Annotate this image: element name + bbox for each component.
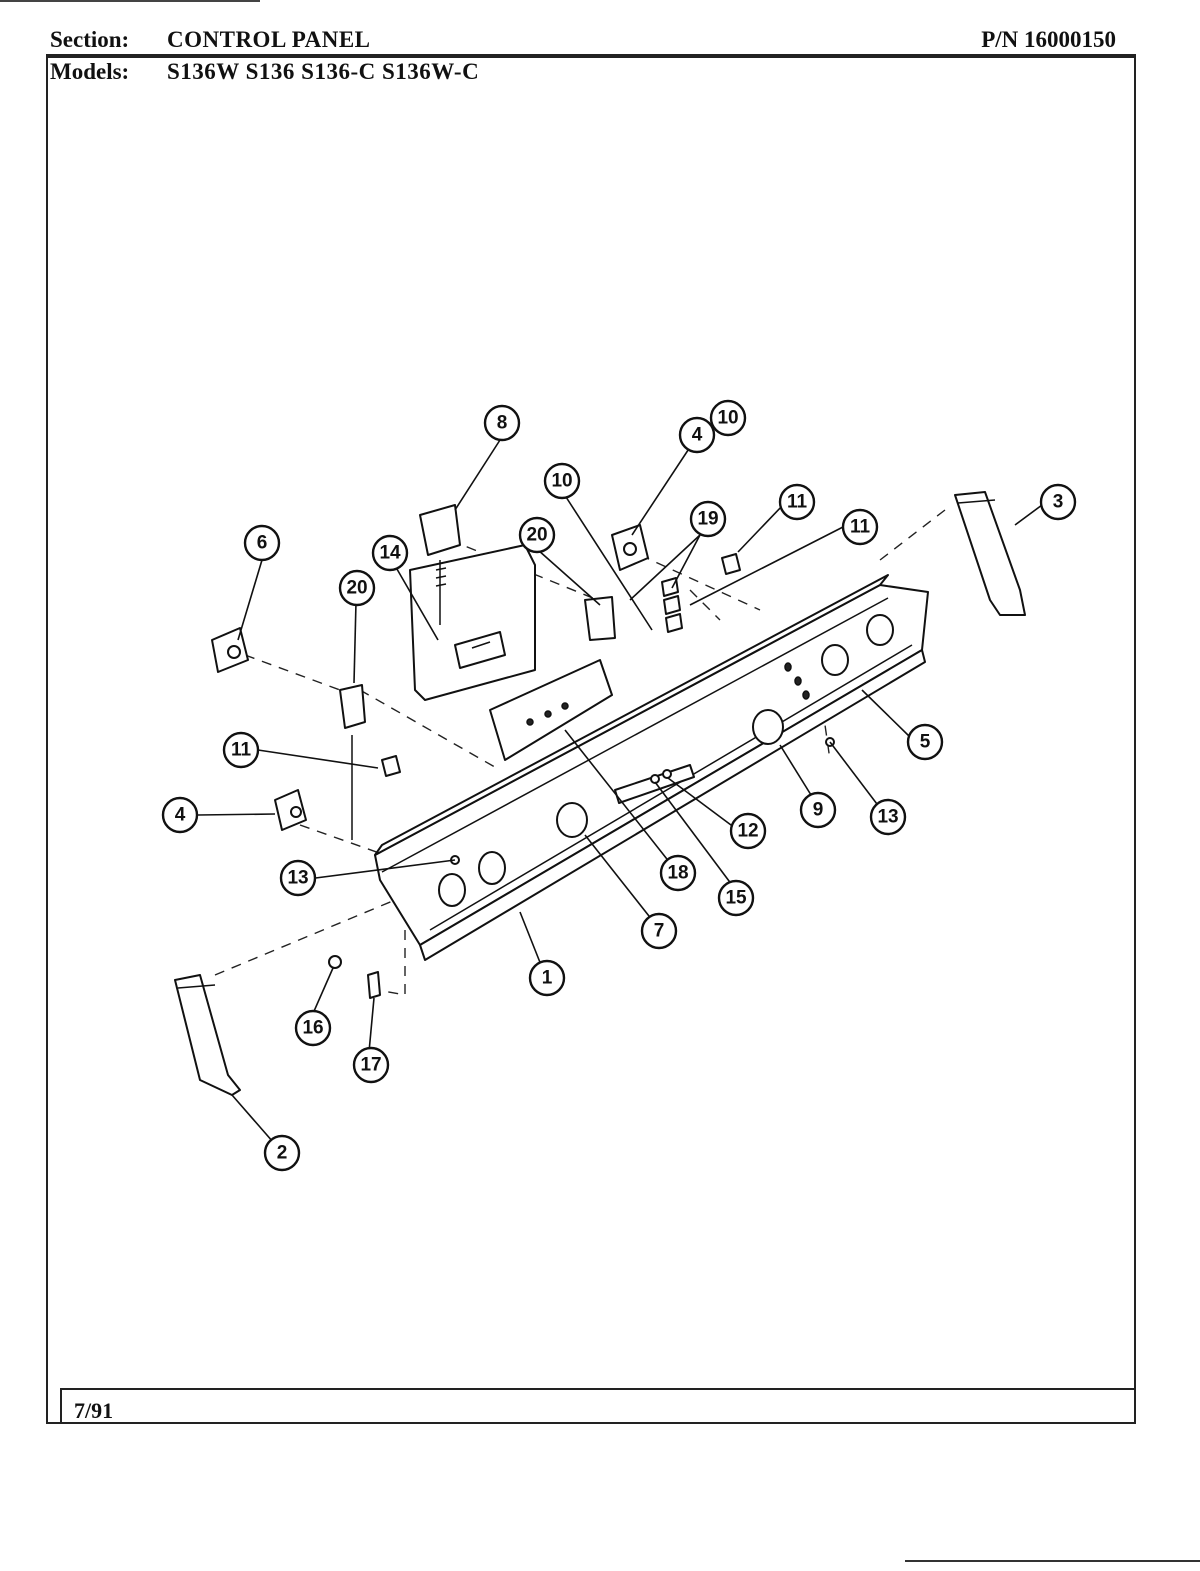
callout-20-left: 20 bbox=[338, 569, 376, 607]
svg-text:10: 10 bbox=[717, 408, 738, 429]
callouts: 1 2 3 4 4 5 6 7 8 9 10 10 11 11 11 12 13… bbox=[161, 399, 1077, 1172]
models-list: S136W S136 S136-C S136W-C bbox=[167, 59, 480, 84]
footer-divider bbox=[60, 1388, 62, 1424]
svg-text:17: 17 bbox=[360, 1055, 381, 1076]
svg-text:4: 4 bbox=[692, 425, 703, 446]
callout-9: 9 bbox=[799, 791, 837, 829]
callout-11-top: 11 bbox=[778, 483, 816, 521]
svg-text:9: 9 bbox=[813, 800, 824, 821]
header-rule bbox=[46, 54, 1136, 56]
svg-text:1: 1 bbox=[542, 968, 553, 989]
svg-text:8: 8 bbox=[497, 413, 508, 434]
svg-text:15: 15 bbox=[725, 888, 747, 909]
callout-17: 17 bbox=[352, 1046, 390, 1084]
part-number: P/N 16000150 bbox=[981, 27, 1116, 52]
svg-text:6: 6 bbox=[257, 533, 268, 554]
callout-4-left: 4 bbox=[161, 796, 199, 834]
callout-11-right: 11 bbox=[841, 508, 879, 546]
svg-text:20: 20 bbox=[346, 578, 367, 599]
svg-text:11: 11 bbox=[231, 740, 252, 761]
page-edge-mark bbox=[905, 1560, 1200, 1562]
callout-12: 12 bbox=[729, 812, 767, 850]
callout-13-left: 13 bbox=[279, 859, 317, 897]
svg-text:19: 19 bbox=[697, 509, 718, 530]
svg-text:14: 14 bbox=[379, 543, 401, 564]
svg-text:13: 13 bbox=[877, 807, 898, 828]
section-title: CONTROL PANEL bbox=[167, 27, 371, 52]
svg-text:7: 7 bbox=[654, 921, 665, 942]
svg-text:11: 11 bbox=[850, 517, 871, 538]
callout-19: 19 bbox=[689, 500, 727, 538]
callout-7: 7 bbox=[640, 912, 678, 950]
callout-6: 6 bbox=[243, 524, 281, 562]
models-label: Models: bbox=[50, 59, 130, 84]
assembly-lines bbox=[214, 509, 946, 996]
callout-10: 10 bbox=[543, 462, 581, 500]
leader-lines bbox=[197, 431, 1043, 1151]
svg-text:12: 12 bbox=[737, 821, 758, 842]
callout-16: 16 bbox=[294, 1009, 332, 1047]
section-label: Section: bbox=[50, 27, 130, 52]
svg-text:18: 18 bbox=[667, 863, 688, 884]
svg-text:11: 11 bbox=[787, 492, 808, 513]
callout-11-left: 11 bbox=[222, 731, 260, 769]
svg-text:13: 13 bbox=[287, 868, 308, 889]
callout-2: 2 bbox=[263, 1134, 301, 1172]
svg-text:10: 10 bbox=[551, 471, 572, 492]
diagram-frame bbox=[46, 56, 1136, 1424]
callout-15: 15 bbox=[717, 879, 755, 917]
end-cap-right bbox=[954, 491, 1026, 616]
revision-date: 7/91 bbox=[74, 1398, 114, 1423]
callout-20-right: 20 bbox=[518, 516, 556, 554]
page-edge-mark bbox=[0, 0, 260, 2]
svg-text:5: 5 bbox=[920, 732, 931, 753]
callout-10-top: 10 bbox=[709, 399, 747, 437]
callout-14: 14 bbox=[371, 534, 409, 572]
callout-4-right: 4 bbox=[678, 416, 716, 454]
callout-18: 18 bbox=[659, 854, 697, 892]
svg-text:2: 2 bbox=[277, 1143, 288, 1164]
svg-text:20: 20 bbox=[526, 525, 547, 546]
svg-text:16: 16 bbox=[302, 1018, 323, 1039]
callout-1: 1 bbox=[528, 959, 566, 997]
end-cap-left bbox=[174, 974, 241, 1096]
callout-5: 5 bbox=[906, 723, 944, 761]
callout-8: 8 bbox=[483, 404, 521, 442]
panel-openings bbox=[438, 614, 894, 907]
callout-13-right: 13 bbox=[869, 798, 907, 836]
footer-rule bbox=[60, 1388, 1136, 1390]
components bbox=[211, 504, 741, 999]
callout-3: 3 bbox=[1039, 483, 1077, 521]
svg-text:3: 3 bbox=[1053, 492, 1064, 513]
svg-text:4: 4 bbox=[175, 805, 186, 826]
